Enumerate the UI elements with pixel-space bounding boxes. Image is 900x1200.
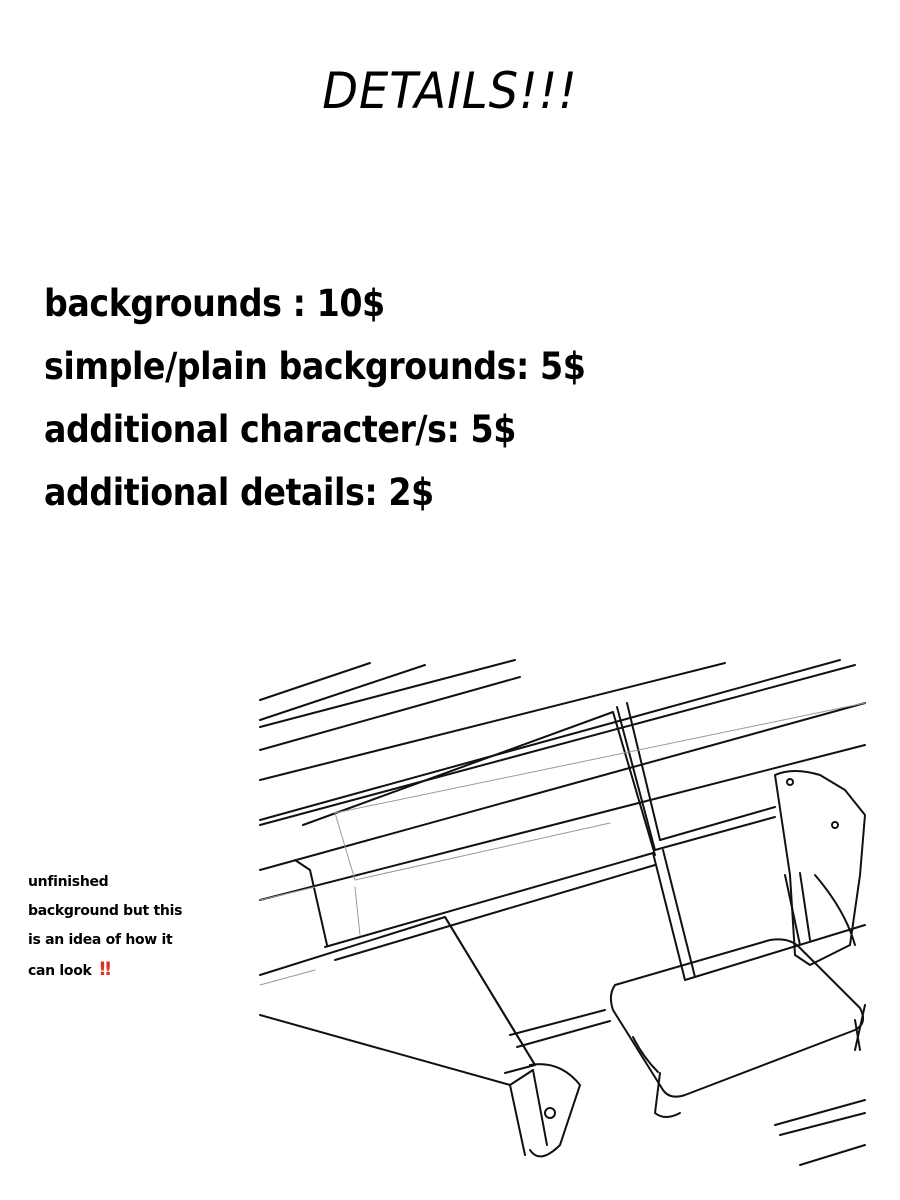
window-frame [259,664,866,981]
price-item-backgrounds: backgrounds : 10$ [44,282,385,325]
floor-lines [774,1099,866,1166]
double-exclamation-icon: !! [98,958,112,980]
sketch-note: unfinished background but this is an ide… [28,868,198,986]
school-desk [259,916,611,1158]
note-line: unfinished [28,874,109,890]
price-item-additional-characters: additional character/s: 5$ [44,408,516,451]
note-line: is an idea of how it [28,932,173,948]
note-line-last: can look !! [28,955,198,986]
window-top-lines [259,659,841,821]
school-chair [609,770,866,1118]
price-item-additional-details: additional details: 2$ [44,471,434,514]
background-sketch [259,659,866,1166]
note-line: background but this [28,903,183,919]
page-title: DETAILS!!! [322,62,578,120]
price-item-simple-backgrounds: simple/plain backgrounds: 5$ [44,345,586,388]
note-line-text: can look [28,963,92,979]
price-list: backgrounds : 10$ simple/plain backgroun… [44,272,646,524]
guide-lines [259,702,866,986]
